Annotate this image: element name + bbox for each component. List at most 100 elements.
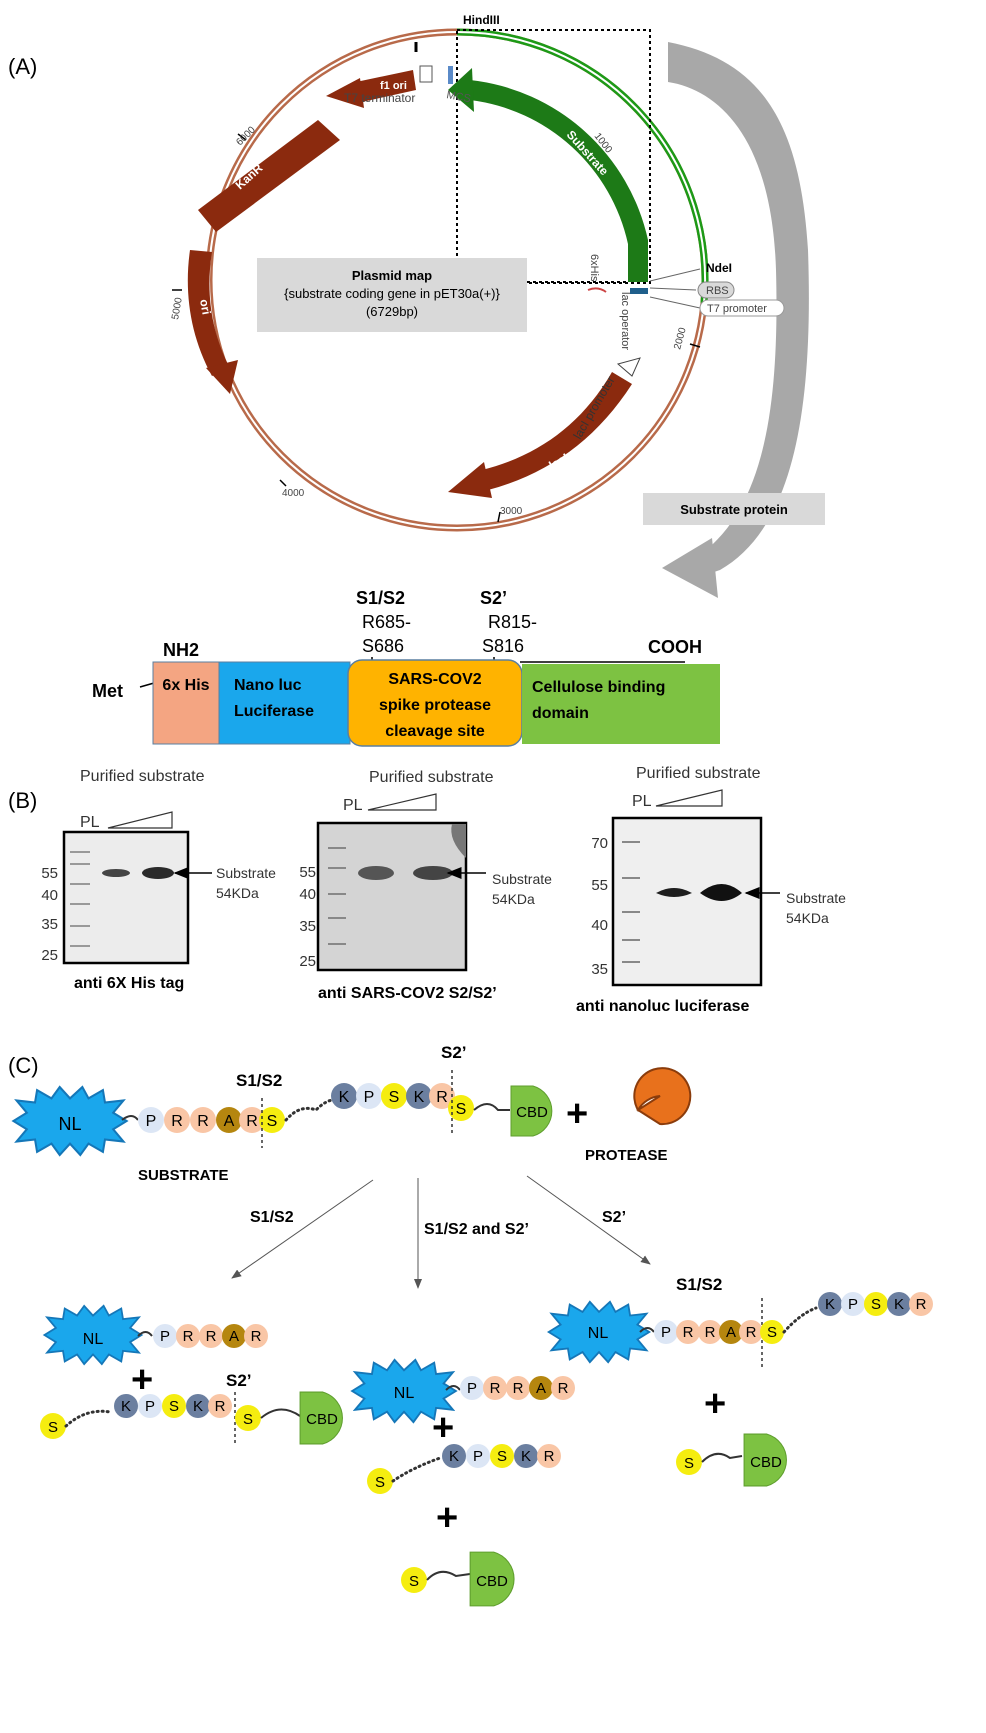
plasmid-map-title: Plasmid map: [352, 268, 432, 283]
expression-curved-arrow: [668, 42, 809, 580]
svg-text:S: S: [243, 1411, 253, 1428]
cooh-label: COOH: [648, 637, 702, 657]
site2-name: S2’: [480, 588, 507, 608]
svg-text:A: A: [224, 1113, 235, 1130]
path-mid-label: S1/S2 and S2’: [424, 1221, 529, 1238]
domain-nanoluc: [218, 661, 351, 745]
blot3-membrane: [611, 816, 763, 987]
blot1-marker-1: 55: [41, 865, 58, 882]
svg-text:K: K: [521, 1448, 531, 1465]
svg-text:CBD: CBD: [476, 1573, 508, 1590]
svg-text:K: K: [894, 1296, 904, 1313]
svg-text:P: P: [160, 1328, 170, 1345]
res-R: [164, 1107, 190, 1133]
site-s2p-label: S2’: [441, 1043, 467, 1062]
products-right: S1/S2 NL P R R A R S K P S K R + S CBD: [547, 1275, 933, 1487]
blot2-marker-3: 35: [299, 918, 316, 935]
hindiii-label: HindIII: [463, 13, 500, 27]
blot2-marker-4: 25: [299, 953, 316, 970]
f1-ori-label: f1 ori: [380, 80, 407, 92]
res-S: [259, 1107, 285, 1133]
svg-text:S: S: [767, 1324, 777, 1341]
blot2-substrate-1: Substrate: [492, 871, 552, 887]
blot3-marker-1: 70: [591, 835, 608, 852]
svg-text:R: R: [246, 1113, 258, 1130]
kanr-arrow: [198, 120, 340, 232]
his6-label: 6xHis: [588, 254, 600, 282]
blot3-pl: PL: [632, 793, 652, 810]
svg-text:R: R: [683, 1324, 694, 1341]
svg-text:CBD: CBD: [750, 1454, 782, 1471]
t7-promoter-marker: [630, 288, 648, 294]
svg-text:S: S: [497, 1448, 507, 1465]
svg-text:S: S: [456, 1101, 467, 1118]
site-s1s2-label: S1/S2: [236, 1071, 282, 1090]
domain-his-tag: [152, 661, 220, 745]
blot2-band-2: [413, 866, 453, 880]
svg-text:R: R: [197, 1113, 209, 1130]
res-K: [406, 1083, 432, 1109]
svg-text:NL: NL: [588, 1325, 609, 1342]
blot1-band-1: [102, 869, 130, 877]
t7-terminator-box: [419, 65, 433, 83]
plasmid-map-size: (6729bp): [366, 304, 418, 319]
laci-arrow: [482, 372, 632, 490]
svg-text:K: K: [825, 1296, 835, 1313]
svg-text:+: +: [704, 1383, 726, 1425]
t7-promoter-badge: [699, 299, 785, 317]
svg-text:R: R: [544, 1448, 555, 1465]
svg-text:K: K: [121, 1398, 131, 1415]
svg-text:K: K: [193, 1398, 203, 1415]
blot3-substrate-2: 54KDa: [786, 910, 829, 926]
protease-label: PROTEASE: [585, 1147, 668, 1164]
path-right-label: S2’: [602, 1209, 626, 1226]
ori-arrow: [187, 250, 230, 376]
blot1-substrate-1: Substrate: [216, 865, 276, 881]
blot-2: Purified substrate PL 55 40 35 25 Substr…: [299, 769, 552, 1002]
svg-text:+: +: [436, 1497, 458, 1539]
lac-operator-label: lac operator: [619, 292, 631, 350]
blot3-marker-4: 35: [591, 961, 608, 978]
svg-text:R: R: [251, 1328, 262, 1345]
blot1-pl: PL: [80, 814, 100, 831]
products-left: NL P R R A R + S2’ S K P S K R S CBD: [40, 1304, 343, 1446]
panel-label-b: (B): [8, 788, 37, 813]
ndei-label: NdeI: [706, 261, 732, 275]
path-left-arrow: [231, 1179, 374, 1279]
mcs-marker: [448, 66, 453, 84]
domain-sars-label-3: cleavage site: [385, 723, 485, 740]
domain-his-label: 6x His: [162, 677, 209, 694]
path-right-arrow: [526, 1175, 651, 1265]
blot1-band-2: [142, 867, 174, 879]
svg-text:A: A: [229, 1328, 239, 1345]
svg-text:R: R: [746, 1324, 757, 1341]
blot-3: Purified substrate PL 70 55 40 35 Substr…: [576, 765, 846, 1015]
svg-text:P: P: [364, 1089, 375, 1106]
res-R: [429, 1083, 455, 1109]
plus-sign: +: [566, 1093, 588, 1135]
blot1-caption: anti 6X His tag: [74, 975, 184, 992]
blot2-gradient-triangle: [367, 793, 437, 811]
laci-promoter-marker: [616, 357, 641, 377]
site2-res-b: S816: [482, 636, 524, 656]
blot2-marker-2: 40: [299, 886, 316, 903]
svg-text:P: P: [146, 1113, 157, 1130]
path-left-label: S1/S2: [250, 1209, 294, 1226]
svg-text:P: P: [473, 1448, 483, 1465]
svg-text:+: +: [131, 1359, 153, 1401]
blot3-caption: anti nanoluc luciferase: [576, 998, 749, 1015]
svg-text:S: S: [48, 1419, 58, 1436]
svg-text:S: S: [375, 1474, 385, 1491]
svg-text:R: R: [490, 1380, 501, 1397]
blot1-marker-2: 40: [41, 887, 58, 904]
blot2-caption: anti SARS-COV2 S2/S2’: [318, 985, 497, 1002]
res-P: [138, 1107, 164, 1133]
blot3-substrate-1: Substrate: [786, 890, 846, 906]
svg-text:R: R: [916, 1296, 927, 1313]
svg-text:R: R: [436, 1089, 448, 1106]
blot2-substrate-2: 54KDa: [492, 891, 535, 907]
protease-icon: [633, 1067, 692, 1126]
svg-text:NL: NL: [394, 1385, 415, 1402]
substrate-protein-label: Substrate protein: [680, 502, 788, 517]
